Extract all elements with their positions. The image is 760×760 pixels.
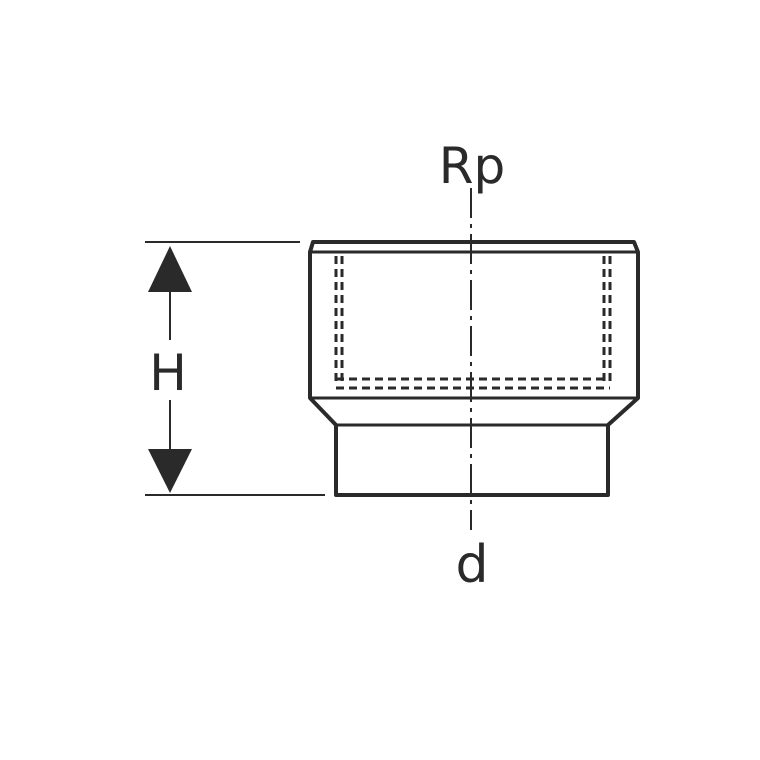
label-rp: Rp: [439, 137, 505, 195]
arrow-up-icon: [148, 246, 192, 292]
hidden-thread-lines: [334, 256, 612, 390]
arrow-down-icon: [148, 449, 192, 493]
label-d: d: [455, 535, 488, 595]
fitting-outline: [308, 240, 640, 497]
label-h: H: [149, 344, 187, 402]
